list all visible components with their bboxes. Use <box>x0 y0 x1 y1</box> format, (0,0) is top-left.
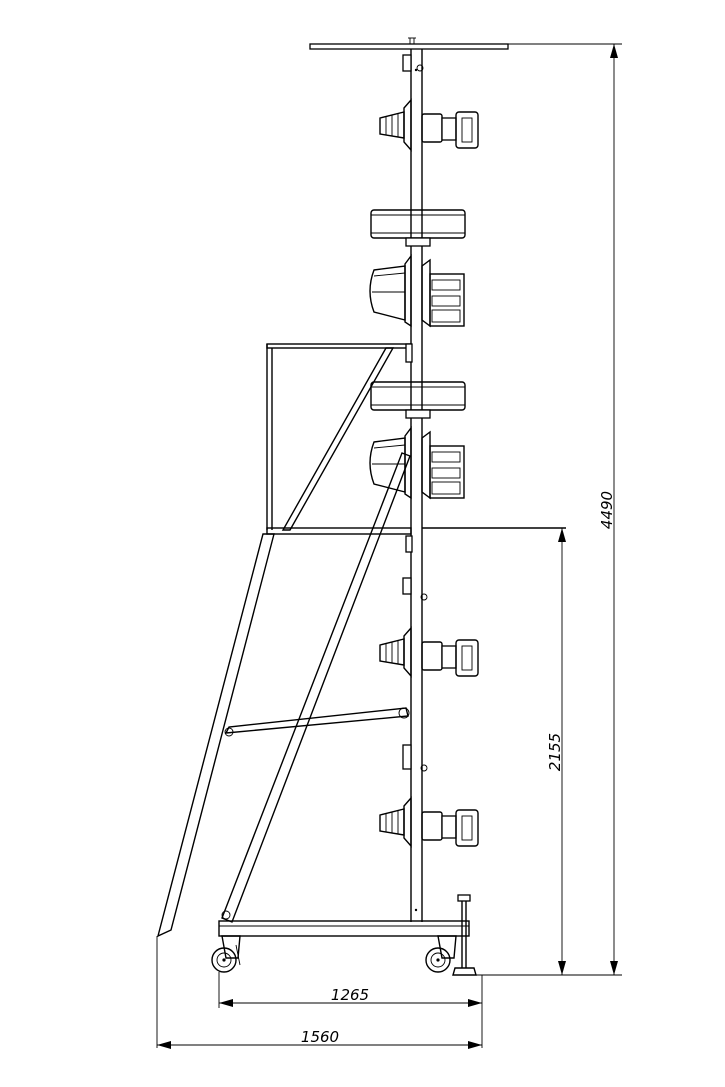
dimension-wheelbase-label: 1265 <box>331 986 369 1004</box>
main-mast <box>410 49 423 922</box>
dimension-total-height: 4490 <box>474 43 622 976</box>
dimension-overall-length-label: 1560 <box>301 1028 339 1046</box>
base-chassis <box>218 910 470 937</box>
dimension-deck-height: 2155 <box>546 528 566 975</box>
leveling-foot <box>452 894 477 976</box>
dimension-total-height-label: 4490 <box>598 491 616 529</box>
upper-landing-frame <box>266 343 566 553</box>
spotlight-small-1 <box>379 54 479 152</box>
spotlight-small-2 <box>379 577 479 678</box>
dimension-deck-height-label: 2155 <box>546 733 564 771</box>
spotlight-small-3 <box>379 744 479 848</box>
ladder-rails <box>156 452 411 938</box>
dimension-wheelbase: 1265 <box>218 972 483 1048</box>
moving-head-2 <box>369 381 466 500</box>
top-plate <box>309 37 509 50</box>
castor-wheel-left <box>211 935 241 973</box>
moving-head-1 <box>369 209 466 328</box>
castor-wheel-right <box>425 935 457 973</box>
dimension-overall-length: 1560 <box>156 936 482 1049</box>
